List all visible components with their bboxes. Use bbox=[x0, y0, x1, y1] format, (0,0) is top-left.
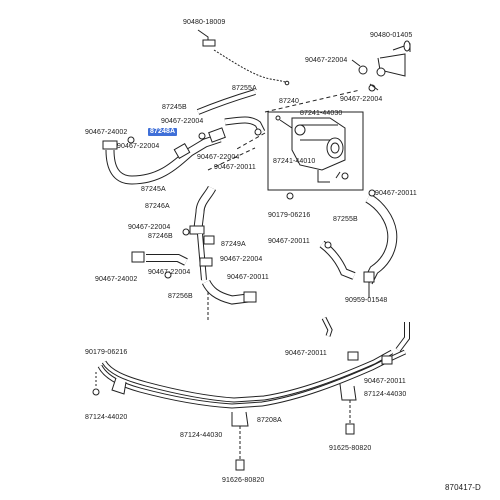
part-number-label[interactable]: 87245B bbox=[162, 104, 187, 111]
part-number-label[interactable]: 90467-22004 bbox=[220, 256, 263, 263]
part-number-label[interactable]: 87124-44030 bbox=[180, 432, 223, 439]
part-number-label[interactable]: 90467-20011 bbox=[214, 164, 256, 171]
part-number-label[interactable]: 90467-22004 bbox=[305, 57, 348, 64]
part-number-label[interactable]: 87246B bbox=[148, 233, 173, 240]
part-number-label[interactable]: 87255B bbox=[333, 216, 358, 223]
part-number-label[interactable]: 90467-24002 bbox=[95, 276, 138, 283]
part-number-label[interactable]: 90179-06216 bbox=[85, 349, 128, 356]
part-number-label[interactable]: 90467-22004 bbox=[340, 96, 383, 103]
part-number-label[interactable]: 90467-20011 bbox=[285, 350, 327, 357]
part-number-label[interactable]: 87256B bbox=[168, 293, 193, 300]
part-number-label[interactable]: 90467-22004 bbox=[197, 154, 240, 161]
part-number-label[interactable]: 90467-22004 bbox=[161, 118, 204, 125]
part-number-label[interactable]: 87241-44010 bbox=[273, 158, 316, 165]
part-number-label[interactable]: 87124-44020 bbox=[85, 414, 128, 421]
part-number-label[interactable]: 87240 bbox=[279, 98, 299, 105]
part-number-label[interactable]: 91625-80820 bbox=[329, 445, 372, 452]
part-number-label[interactable]: 90179-06216 bbox=[268, 212, 311, 219]
part-number-label[interactable]: 90480-18009 bbox=[183, 19, 226, 26]
part-number-label[interactable]: 90467-20011 bbox=[227, 274, 269, 281]
part-number-label[interactable]: 90467-20011 bbox=[375, 190, 417, 197]
part-number-label[interactable]: 90959-01548 bbox=[345, 297, 388, 304]
part-number-label[interactable]: 90467-20011 bbox=[268, 238, 310, 245]
part-number-label[interactable]: 87246A bbox=[145, 203, 170, 210]
part-number-label[interactable]: 90467-24002 bbox=[85, 129, 128, 136]
part-number-label[interactable]: 87245A bbox=[141, 186, 166, 193]
part-number-label[interactable]: 87241-44030 bbox=[300, 110, 343, 117]
part-number-label[interactable]: 91626-80820 bbox=[222, 477, 265, 484]
part-number-label[interactable]: 90467-20011 bbox=[364, 378, 406, 385]
part-number-label[interactable]: 87249A bbox=[221, 241, 246, 248]
part-number-label[interactable]: 87255A bbox=[232, 85, 257, 92]
part-number-label[interactable]: 90467-22004 bbox=[148, 269, 191, 276]
part-number-label[interactable]: 87124-44030 bbox=[364, 391, 407, 398]
diagram-code: 870417-D bbox=[445, 483, 481, 492]
part-number-label-highlighted[interactable]: 87248A bbox=[148, 128, 178, 136]
part-number-label[interactable]: 90480-01405 bbox=[370, 32, 413, 39]
part-number-label[interactable]: 87208A bbox=[257, 417, 282, 424]
part-number-label[interactable]: 90467-22004 bbox=[117, 143, 160, 150]
part-number-label[interactable]: 90467-22004 bbox=[128, 224, 171, 231]
